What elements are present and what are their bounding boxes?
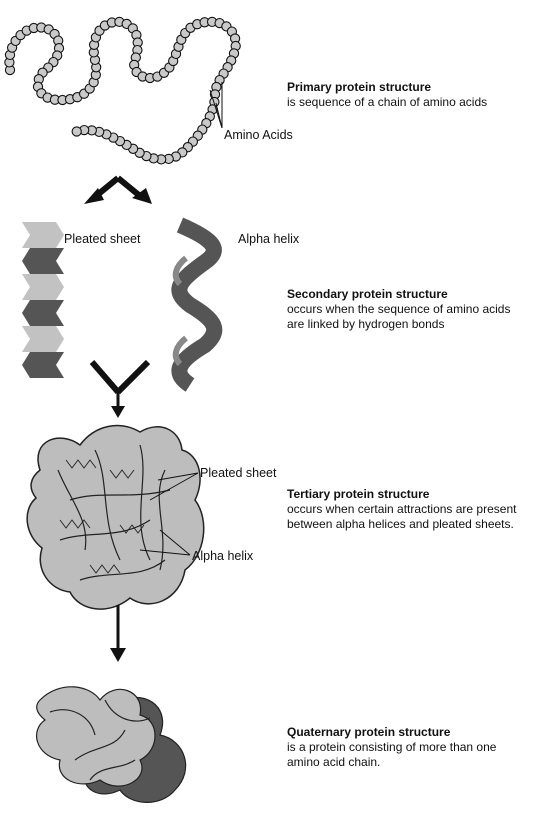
secondary-description-line-2: are linked by hydrogen bonds [287, 317, 444, 331]
quaternary-structure-title: Quaternary protein structure [287, 725, 450, 739]
pleated-sheet-segment [22, 222, 64, 248]
split-arrow [84, 178, 152, 204]
primary-structure-title: Primary protein structure [287, 80, 431, 94]
tertiary-structure-title: Tertiary protein structure [287, 487, 429, 501]
alpha-helix-shape [176, 225, 215, 385]
primary-structure-description: is sequence of a chain of amino acids [287, 95, 487, 109]
tertiary-description-line-2: between alpha helices and pleated sheets… [287, 517, 514, 531]
pleated-sheet-segment [22, 326, 64, 352]
pleated-sheet-label: Pleated sheet [64, 232, 140, 246]
quaternary-description-line-2: amino acid chain. [287, 755, 380, 769]
tertiary-description-line-1: occurs when certain attractions are pres… [287, 502, 516, 516]
pointer-line [216, 103, 222, 128]
secondary-description-line-1: occurs when the sequence of amino acids [287, 302, 510, 316]
alpha-helix-label: Alpha helix [238, 232, 299, 246]
tertiary-pleated-sheet-label: Pleated sheet [200, 466, 276, 480]
pleated-sheet-shape [22, 222, 64, 378]
merge-arrow [92, 362, 148, 418]
amino-acid-chain [5, 17, 240, 164]
pleated-sheet-segment [22, 274, 64, 300]
amino-acids-label: Amino Acids [224, 128, 293, 142]
amino-acid-bead [72, 127, 81, 136]
tertiary-alpha-helix-label: Alpha helix [192, 549, 253, 563]
tertiary-structure-shape [27, 426, 204, 610]
quaternary-structure-shape [37, 687, 186, 803]
pleated-sheet-segment [22, 300, 64, 326]
pleated-sheet-segment [22, 248, 64, 274]
pleated-sheet-segment [22, 352, 64, 378]
quaternary-description-line-1: is a protein consisting of more than one [287, 740, 496, 754]
down-arrow [110, 605, 126, 662]
secondary-structure-title: Secondary protein structure [287, 287, 448, 301]
